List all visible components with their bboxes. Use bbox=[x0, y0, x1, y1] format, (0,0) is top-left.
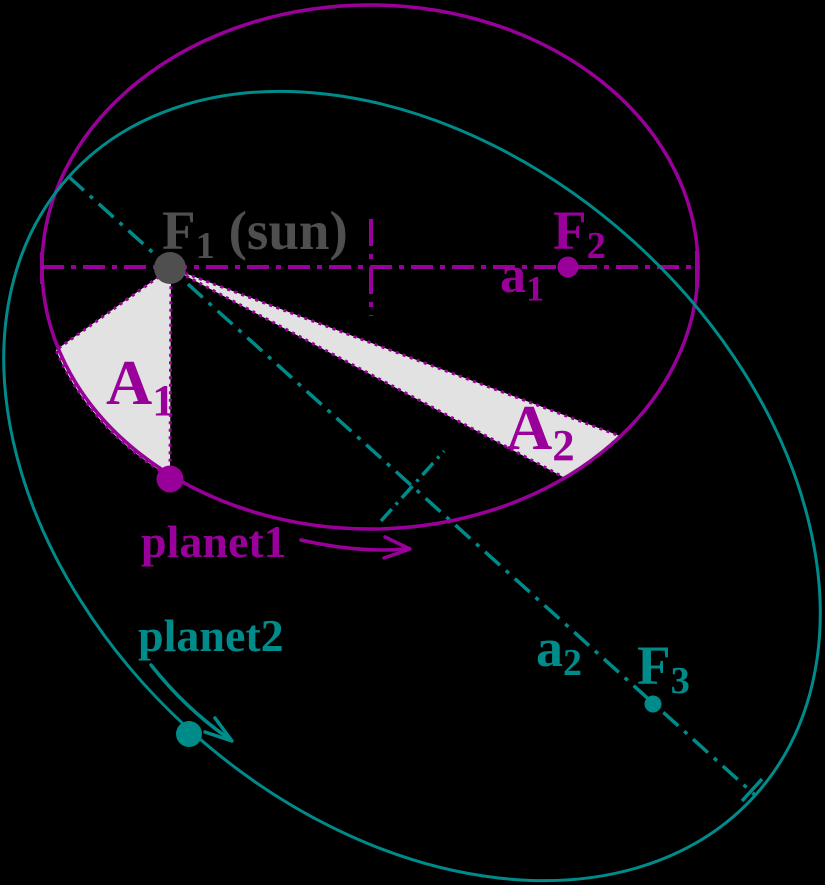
planet2-dot bbox=[176, 721, 202, 747]
semimajor2-label: a2 bbox=[536, 618, 582, 685]
focus3-dot bbox=[644, 695, 662, 713]
focus3-label: F3 bbox=[637, 635, 690, 703]
planet1-dot bbox=[156, 465, 184, 493]
semimajor1-label: a1 bbox=[500, 247, 545, 309]
planet1-label: planet1 bbox=[141, 516, 287, 567]
focus2-label: F2 bbox=[553, 200, 606, 268]
sun-dot bbox=[154, 252, 186, 284]
orbit2-end-tick bbox=[740, 777, 764, 803]
focus1-sun-label: F1 (sun) bbox=[162, 200, 348, 268]
planet2-direction-arrow bbox=[149, 663, 234, 743]
area2-label: A2 bbox=[506, 392, 575, 470]
planet2-label: planet2 bbox=[138, 610, 284, 661]
orbit2-major-axis-line bbox=[67, 175, 757, 797]
swept-area-1 bbox=[54, 265, 173, 480]
orbit2-center-tick bbox=[379, 449, 446, 523]
focus2-dot bbox=[557, 256, 579, 278]
planet1-direction-arrow bbox=[299, 535, 412, 560]
area1-label: A1 bbox=[106, 347, 175, 425]
orbit1-ellipse bbox=[40, 3, 700, 531]
